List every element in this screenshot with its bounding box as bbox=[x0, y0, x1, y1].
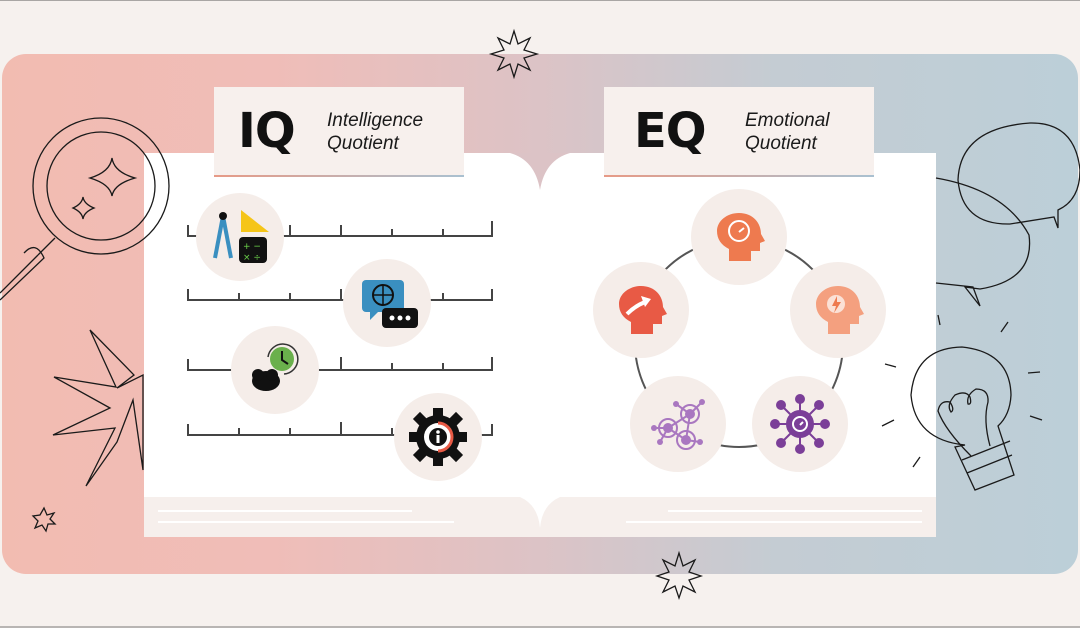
cover-line bbox=[626, 521, 922, 523]
head-gauge-icon bbox=[691, 189, 787, 285]
svg-text:× ÷: × ÷ bbox=[243, 253, 261, 263]
head-growth-arrow-icon bbox=[593, 262, 689, 358]
iq-scale-1 bbox=[187, 221, 493, 237]
eq-title-line2: Quotient bbox=[745, 133, 817, 154]
eq-title-line1: Emotional bbox=[745, 110, 830, 131]
gear-info-icon bbox=[394, 393, 482, 481]
top-border bbox=[0, 0, 1080, 1]
iq-scale-3 bbox=[187, 357, 493, 371]
eq-abbr: EQ bbox=[634, 103, 707, 159]
eq-title: Emotional Quotient bbox=[745, 109, 830, 155]
iq-title: Intelligence Quotient bbox=[327, 109, 423, 155]
language-globe-chat-icon bbox=[343, 259, 431, 347]
book-cover-bottom bbox=[144, 497, 936, 537]
memory-brain-clock-icon bbox=[231, 326, 319, 414]
iq-title-line2: Quotient bbox=[327, 133, 399, 154]
cover-line bbox=[668, 510, 922, 512]
iq-title-line1: Intelligence bbox=[327, 110, 424, 131]
iq-scale-2 bbox=[187, 289, 493, 301]
bottom-border bbox=[0, 626, 1080, 628]
iq-label: IQ Intelligence Quotient bbox=[214, 87, 464, 177]
math-tools-icon: + − × ÷ bbox=[196, 193, 284, 281]
cover-line bbox=[158, 510, 412, 512]
iq-scale-4 bbox=[187, 422, 493, 436]
svg-text:+ −: + − bbox=[243, 242, 261, 252]
head-lightning-icon bbox=[790, 262, 886, 358]
network-people-icon bbox=[630, 376, 726, 472]
eq-label: EQ Emotional Quotient bbox=[604, 87, 874, 177]
iq-abbr: IQ bbox=[238, 103, 296, 159]
people-hub-icon bbox=[752, 376, 848, 472]
cover-line bbox=[158, 521, 454, 523]
